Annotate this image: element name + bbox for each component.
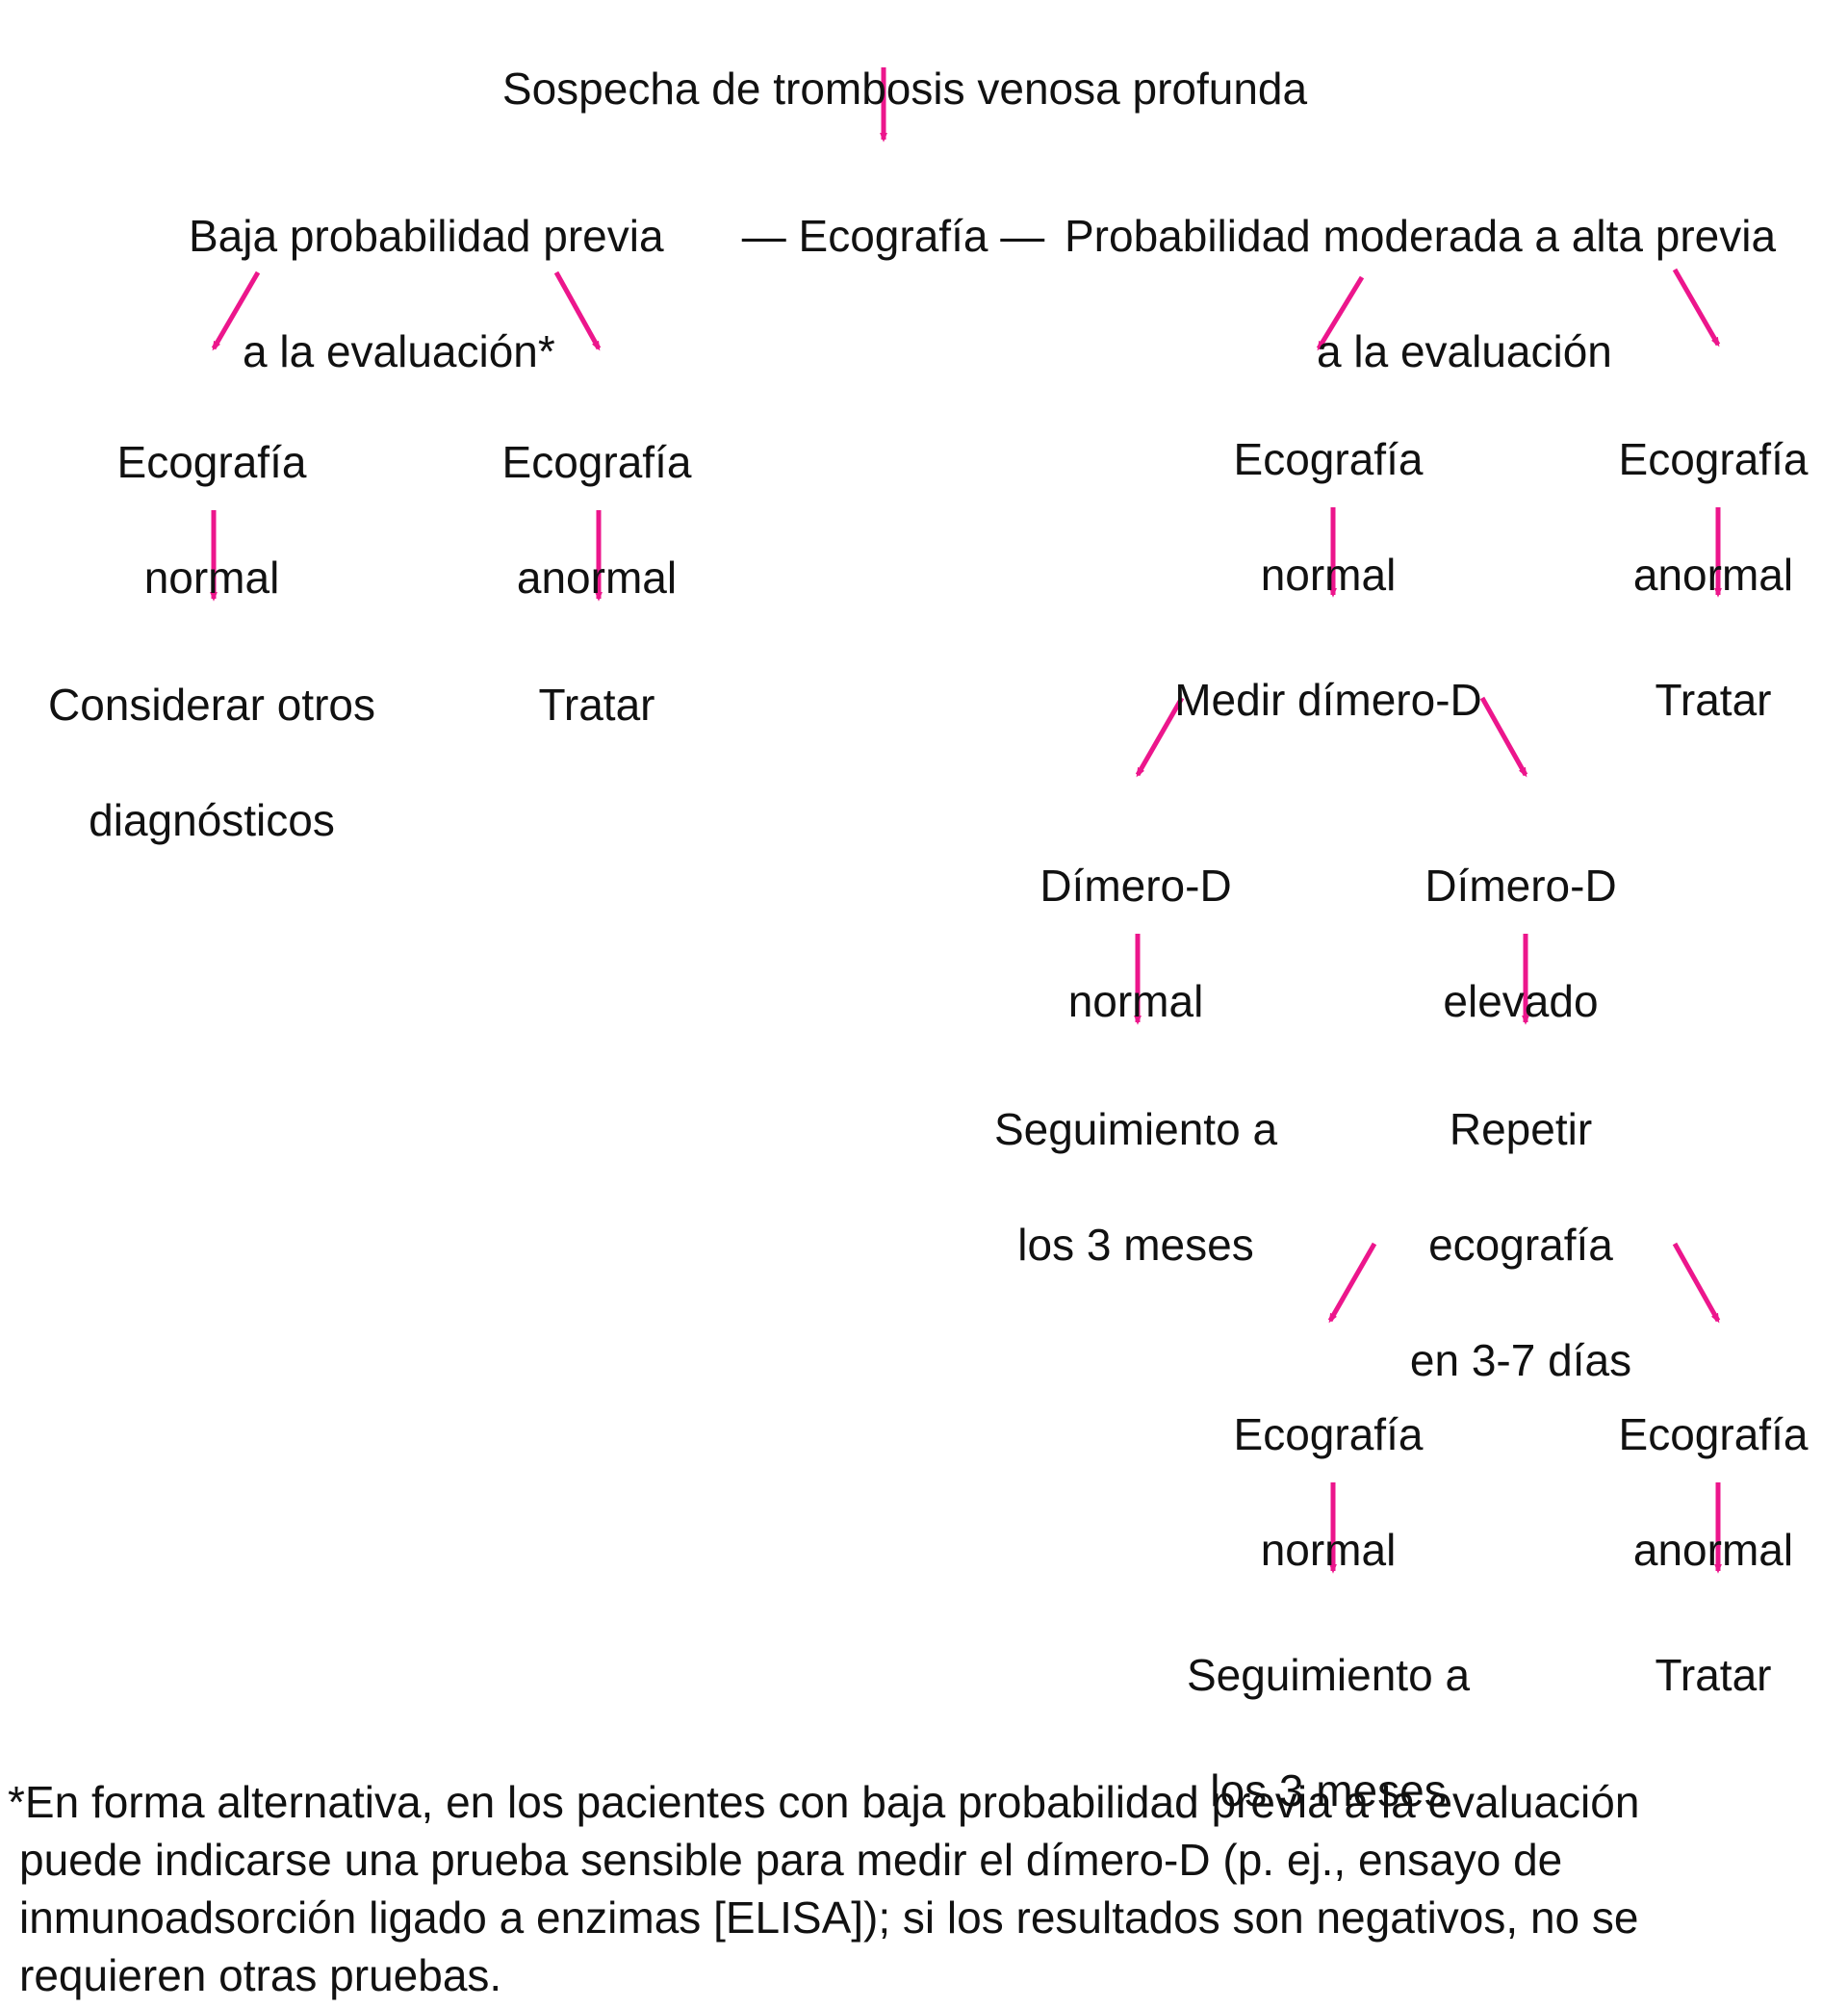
measure-d-dimer-node: Medir dímero-D bbox=[1174, 675, 1482, 725]
low-ultrasound-abnormal-node: Ecografía anormal bbox=[501, 437, 692, 603]
footnote: *En forma alternativa, en los pacientes … bbox=[8, 1773, 1817, 2004]
repeat-ultrasound-abnormal-node: Ecografía anormal bbox=[1618, 1409, 1809, 1575]
arrow-high-to-us-normal bbox=[1316, 275, 1365, 351]
low-ultrasound-normal-node: Ecografía normal bbox=[116, 437, 307, 603]
arrow-repeat-to-abnormal bbox=[1672, 1242, 1721, 1324]
footnote-line: *En forma alternativa, en los pacientes … bbox=[8, 1777, 1640, 1827]
consider-other-diagnoses-node: Considerar otros diagnósticos bbox=[47, 680, 376, 845]
follow-up-3-months-final-node: Seguimiento a los 3 meses bbox=[1186, 1650, 1471, 1815]
arrow-ddimer-to-elevated bbox=[1479, 696, 1528, 778]
high-ultrasound-abnormal-node: Ecografía anormal bbox=[1618, 434, 1809, 600]
arrow-low-to-us-abnormal bbox=[553, 270, 602, 351]
ultrasound-connector: — Ecografía — bbox=[741, 211, 1045, 261]
d-dimer-normal-node: Dímero-D normal bbox=[1040, 861, 1232, 1026]
high-ultrasound-normal-node: Ecografía normal bbox=[1233, 434, 1424, 600]
arrow-repeat-to-normal bbox=[1327, 1242, 1377, 1324]
repeat-ultrasound-node: Repetir ecografía en 3-7 días bbox=[1409, 1104, 1632, 1385]
footnote-line: inmunoadsorción ligado a enzimas [ELISA]… bbox=[19, 1892, 1639, 1943]
final-treat-node: Tratar bbox=[1655, 1650, 1772, 1700]
arrow-low-to-us-normal bbox=[211, 270, 261, 351]
repeat-ultrasound-normal-node: Ecografía normal bbox=[1233, 1409, 1424, 1575]
arrow-ddimer-to-normal bbox=[1135, 696, 1185, 778]
footnote-line: puede indicarse una prueba sensible para… bbox=[19, 1835, 1563, 1885]
footnote-line: requieren otras pruebas. bbox=[19, 1950, 502, 2000]
high-probability-node: Probabilidad moderada a alta previa a la… bbox=[1065, 211, 1777, 376]
high-treat-node: Tratar bbox=[1655, 675, 1772, 725]
arrow-high-to-us-abnormal bbox=[1672, 268, 1721, 348]
low-treat-node: Tratar bbox=[538, 680, 655, 730]
d-dimer-elevated-node: Dímero-D elevado bbox=[1424, 861, 1617, 1026]
low-probability-node: Baja probabilidad previa a la evaluación… bbox=[189, 211, 664, 376]
root-node: Sospecha de trombosis venosa profunda bbox=[501, 64, 1308, 114]
follow-up-3-months-node: Seguimiento a los 3 meses bbox=[993, 1104, 1278, 1270]
